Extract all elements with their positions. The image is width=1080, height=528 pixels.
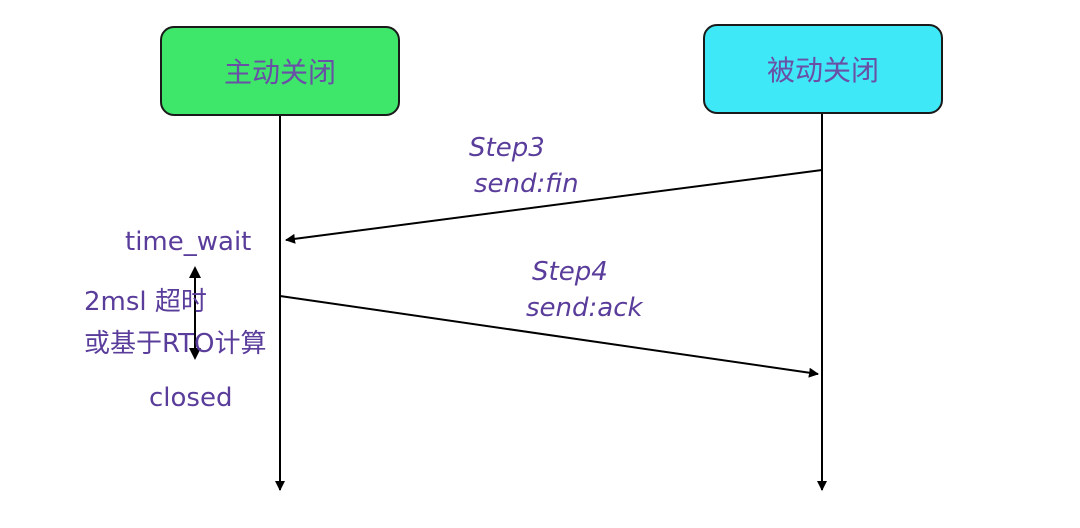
timeout-label-line2: 或基于RTO计算 bbox=[84, 329, 267, 359]
step4-label: Step4 bbox=[532, 257, 608, 287]
active-close-label: 主动关闭 bbox=[223, 56, 336, 89]
fin-arrow bbox=[285, 169, 823, 244]
passive-close-label: 被动关闭 bbox=[766, 54, 879, 87]
send-fin-label: send:fin bbox=[474, 169, 579, 199]
step3-label: Step3 bbox=[469, 133, 545, 163]
closed-label: closed bbox=[149, 383, 233, 413]
send-ack-label: send:ack bbox=[526, 293, 643, 323]
passive-close-box: 被动关闭 bbox=[703, 24, 943, 114]
time-wait-label: time_wait bbox=[125, 227, 252, 257]
active-close-box: 主动关闭 bbox=[160, 26, 400, 116]
ack-arrow bbox=[279, 295, 819, 378]
timeout-arrow-down-head bbox=[189, 348, 201, 360]
timeout-label-line1: 2msl 超时 bbox=[84, 287, 207, 317]
timeout-arrow-up-head bbox=[189, 266, 201, 278]
